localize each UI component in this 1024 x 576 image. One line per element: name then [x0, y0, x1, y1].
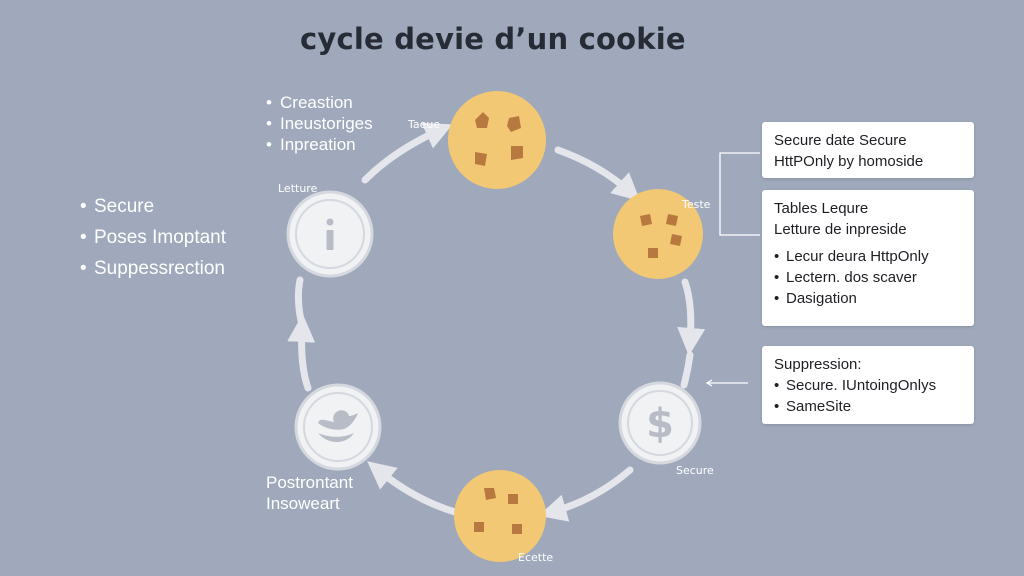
cookie-icon — [448, 91, 546, 189]
list-item: Lectern. dos scaver — [774, 267, 962, 288]
card-line: Tables Lequre — [774, 200, 869, 217]
arrow-left-to-top — [361, 122, 453, 184]
arrow-bottom-to-bottomleft — [367, 461, 459, 516]
svg-text:$: $ — [646, 401, 674, 447]
node-label-taeue: Taeue — [408, 118, 441, 131]
arrow-right-lower-connector — [680, 351, 694, 389]
arrow-left-lower-connector — [294, 276, 306, 329]
list-item: Poses Imoptant — [80, 222, 226, 253]
arrow-bottomright-to-bottom — [538, 466, 634, 522]
cookie-icon — [454, 470, 546, 562]
card-line: HttPOnly by homoside — [774, 153, 924, 170]
list-item: Secure — [80, 191, 226, 222]
cycle-arrows — [287, 122, 706, 522]
diagram-title: cycle devie d’un cookie — [300, 22, 686, 56]
card-line: Letture de inpreside — [774, 221, 907, 238]
card-heading: Suppression: — [774, 356, 862, 373]
label-line: Postrontant — [266, 473, 353, 492]
node-label-teste: Teste — [682, 198, 711, 211]
info-icon — [286, 190, 374, 278]
list-item: Inpreation — [266, 134, 373, 155]
bracket-connector — [719, 152, 760, 236]
info-card-tables: Tables Lequre Letture de inpreside Lecur… — [762, 190, 974, 326]
card-connectors — [705, 152, 760, 387]
dollar-icon: $ — [618, 381, 702, 465]
node-label-secure: Secure — [676, 464, 714, 477]
node-label-letture: Letture — [278, 182, 318, 195]
list-item: Creastion — [266, 92, 373, 113]
top-bullet-list: Creastion Ineustoriges Inpreation — [266, 92, 373, 155]
card-bullet-list: Secure. IUntoingOnlys SameSite — [774, 375, 962, 417]
card-bullet-list: Lecur deura HttpOnly Lectern. dos scaver… — [774, 246, 962, 309]
label-line: Insoweart — [266, 494, 340, 513]
list-item: Secure. IUntoingOnlys — [774, 375, 962, 396]
list-item: Lecur deura HttpOnly — [774, 246, 962, 267]
left-bullet-list: Secure Poses Imoptant Suppessrection — [80, 191, 226, 284]
arrow-top-to-right — [554, 146, 641, 202]
arrow-bottomleft-up — [287, 314, 316, 392]
bottom-left-label: Postrontant Insoweart — [266, 472, 353, 514]
arrow-right-down — [677, 278, 706, 356]
list-item: Ineustoriges — [266, 113, 373, 134]
node-label-ecette: Ecette — [518, 551, 554, 564]
card-line: Secure date Secure — [774, 132, 907, 149]
info-card-secure: Secure date Secure HttPOnly by homoside — [762, 122, 974, 178]
list-item: Dasigation — [774, 288, 962, 309]
list-item: Suppessrection — [80, 253, 226, 284]
info-card-suppression: Suppression: Secure. IUntoingOnlys SameS… — [762, 346, 974, 424]
list-item: SameSite — [774, 396, 962, 417]
bird-icon — [294, 383, 382, 471]
cookie-icon — [613, 189, 703, 279]
